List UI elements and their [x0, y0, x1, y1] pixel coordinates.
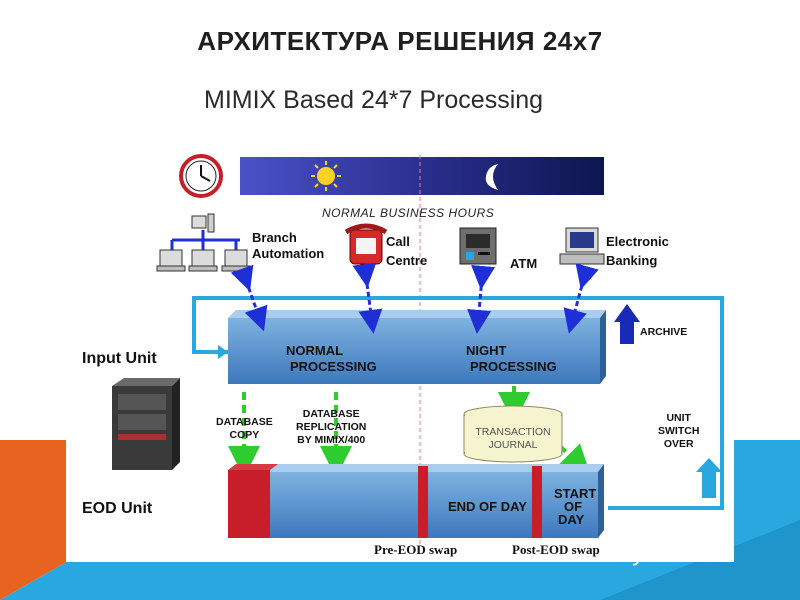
night-processing-line1: NIGHT — [466, 343, 507, 358]
night-processing-label: NIGHT PROCESSING — [466, 343, 557, 375]
moon-icon — [485, 164, 498, 190]
network-icon — [156, 213, 251, 272]
clock-icon — [179, 154, 223, 198]
database-replication-label: DATABASE REPLICATION BY MIMIX/400 — [296, 408, 366, 447]
branch-label: Branch Automation — [252, 230, 324, 262]
database-replication-line1: DATABASE — [302, 408, 360, 420]
night-processing-line2: PROCESSING — [470, 359, 557, 374]
pre-eod-swap-label: Pre-EOD swap — [374, 542, 458, 557]
branch-label-line2: Automation — [252, 246, 325, 261]
archive-arrow — [614, 304, 640, 344]
blue-band-left — [0, 560, 70, 600]
start-of-day-line3: DAY — [558, 512, 585, 527]
start-of-day-line2: OF — [564, 499, 583, 514]
unit-switch-over-line1: UNIT — [666, 412, 691, 424]
unit-switch-over-line2: SWITCH — [658, 425, 700, 437]
processing-band-side — [600, 310, 606, 384]
branch-label-line1: Branch — [252, 230, 297, 245]
eod-band-top — [228, 464, 604, 472]
database-copy-line1: DATABASE — [216, 416, 273, 428]
eod-red-stripe-1 — [418, 466, 428, 538]
electronic-label-line1: Electronic — [606, 234, 669, 249]
sun-icon — [311, 161, 341, 191]
eod-red-block — [228, 470, 270, 538]
unit-switch-over-line3: OVER — [663, 438, 694, 450]
atm-arrow — [467, 264, 496, 334]
day-night-bar — [240, 157, 604, 195]
normal-processing-label: NORMAL PROCESSING — [286, 343, 377, 375]
normal-processing-line1: NORMAL — [286, 343, 344, 358]
electronic-label-line2: Banking — [606, 253, 658, 268]
archive-label: ARCHIVE — [640, 326, 688, 338]
transaction-journal-line2: JOURNAL — [488, 439, 538, 451]
database-copy-label: DATABASE COPY — [216, 416, 273, 442]
start-of-day-label: START OF DAY — [554, 487, 596, 526]
transaction-journal-line1: TRANSACTION — [475, 426, 551, 438]
transaction-journal-cylinder — [463, 405, 563, 463]
diagram-subtitle: MIMIX Based 24*7 Processing — [204, 86, 544, 114]
transaction-journal-label: TRANSACTION JOURNAL — [466, 426, 560, 452]
eod-band — [228, 472, 598, 538]
electronic-banking-label: Electronic Banking — [606, 234, 669, 269]
call-label-line1: Call — [386, 234, 410, 249]
loop-line — [192, 296, 724, 510]
eod-unit-label: EOD Unit — [82, 500, 153, 517]
call-label-line2: Centre — [386, 253, 428, 268]
start-of-day-line1: START — [554, 486, 597, 501]
eod-band-side — [598, 464, 604, 538]
processing-band-top — [228, 310, 606, 318]
journal-sod-arrow — [557, 443, 592, 478]
eod-red-stripe-2 — [532, 466, 542, 538]
branch-arrow — [230, 264, 268, 332]
database-replication-line3: BY MIMIX/400 — [297, 434, 366, 446]
watermark: MyShared — [610, 536, 733, 566]
slide-title: АРХИТЕКТУРА РЕШЕНИЯ 24x7 — [197, 26, 603, 56]
server-icon — [112, 378, 180, 470]
input-unit-label: Input Unit — [82, 350, 157, 367]
switch-over-arrow — [696, 458, 722, 498]
post-eod-swap-label: Post-EOD swap — [512, 542, 600, 557]
atm-icon — [459, 227, 497, 265]
atm-label: ATM — [510, 256, 538, 271]
orange-corner — [0, 440, 70, 600]
call-centre-label: Call Centre — [386, 234, 427, 269]
phone-icon — [344, 223, 388, 265]
computer-icon — [559, 227, 605, 265]
normal-business-hours-label: NORMAL BUSINESS HOURS — [322, 206, 495, 220]
loop-arrowhead — [218, 345, 228, 359]
unit-switch-over-label: UNIT SWITCH OVER — [658, 412, 699, 451]
eod-red-top — [228, 464, 278, 470]
processing-band — [228, 318, 600, 384]
normal-processing-line2: PROCESSING — [290, 359, 377, 374]
database-replication-line2: REPLICATION — [296, 421, 367, 433]
end-of-day-label: END OF DAY — [448, 499, 527, 514]
database-copy-line2: COPY — [229, 429, 260, 441]
